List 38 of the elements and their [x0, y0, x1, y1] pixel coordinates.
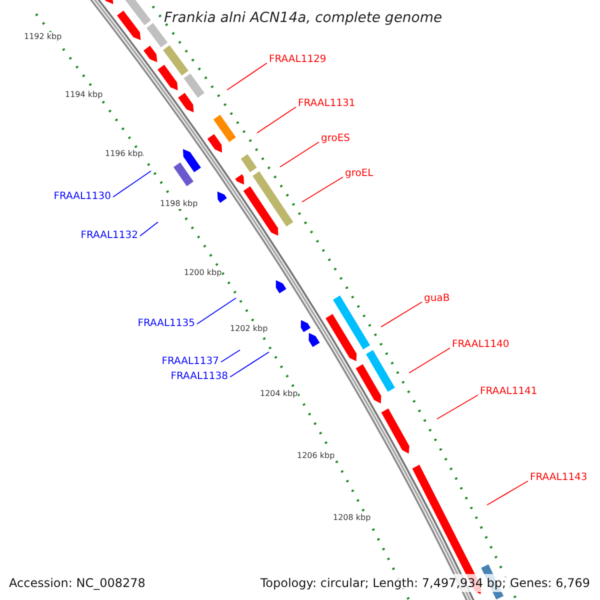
leader-line: [408, 348, 450, 374]
gene-label: FRAAL1131: [298, 98, 356, 110]
gene-label: FRAAL1140: [452, 339, 510, 351]
leader-line: [196, 298, 236, 324]
tick-label: 1196 kbp: [105, 149, 143, 159]
tick-label: 1198 kbp: [160, 199, 198, 209]
accession-text: Accession: NC_008278: [9, 575, 146, 592]
title: Frankia alni ACN14a, complete genome: [164, 9, 442, 28]
gene-label: FRAAL1130: [54, 191, 111, 203]
tick-label: 1206 kbp: [297, 451, 335, 461]
gene-label: guaB: [424, 293, 450, 305]
leader-line: [230, 352, 270, 378]
gene-label: FRAAL1138: [170, 371, 228, 383]
leader-line: [220, 350, 240, 362]
leader-line: [486, 480, 528, 506]
tick-label: 1200 kbp: [184, 268, 222, 278]
leader-line: [380, 302, 422, 328]
leader-line: [436, 394, 478, 420]
leader-line: [280, 142, 320, 168]
leader-line: [302, 176, 344, 202]
leader-line: [256, 106, 296, 134]
gene-label: FRAAL1137: [162, 356, 219, 368]
tick-label: 1192 kbp: [24, 32, 62, 42]
leader-line: [112, 170, 152, 198]
genome-info-text: Topology: circular; Length: 7,497,934 bp; Genes: 6,769: [260, 574, 590, 592]
tick-label: 1194 kbp: [65, 90, 103, 100]
gene-label: FRAAL1135: [138, 318, 195, 330]
gene-label: groES: [321, 133, 350, 145]
tick-label: 1202 kbp: [230, 324, 268, 334]
gene-label: FRAAL1143: [530, 472, 588, 484]
leader-line: [226, 62, 268, 90]
tick-label: 1204 kbp: [260, 389, 298, 399]
tick-label: 1208 kbp: [333, 513, 371, 523]
gene-label: groEL: [345, 168, 374, 180]
gene-label: FRAAL1129: [269, 54, 326, 66]
gene-label: FRAAL1141: [480, 386, 538, 398]
gene-label: FRAAL1132: [80, 230, 138, 242]
leader-line: [140, 222, 158, 236]
